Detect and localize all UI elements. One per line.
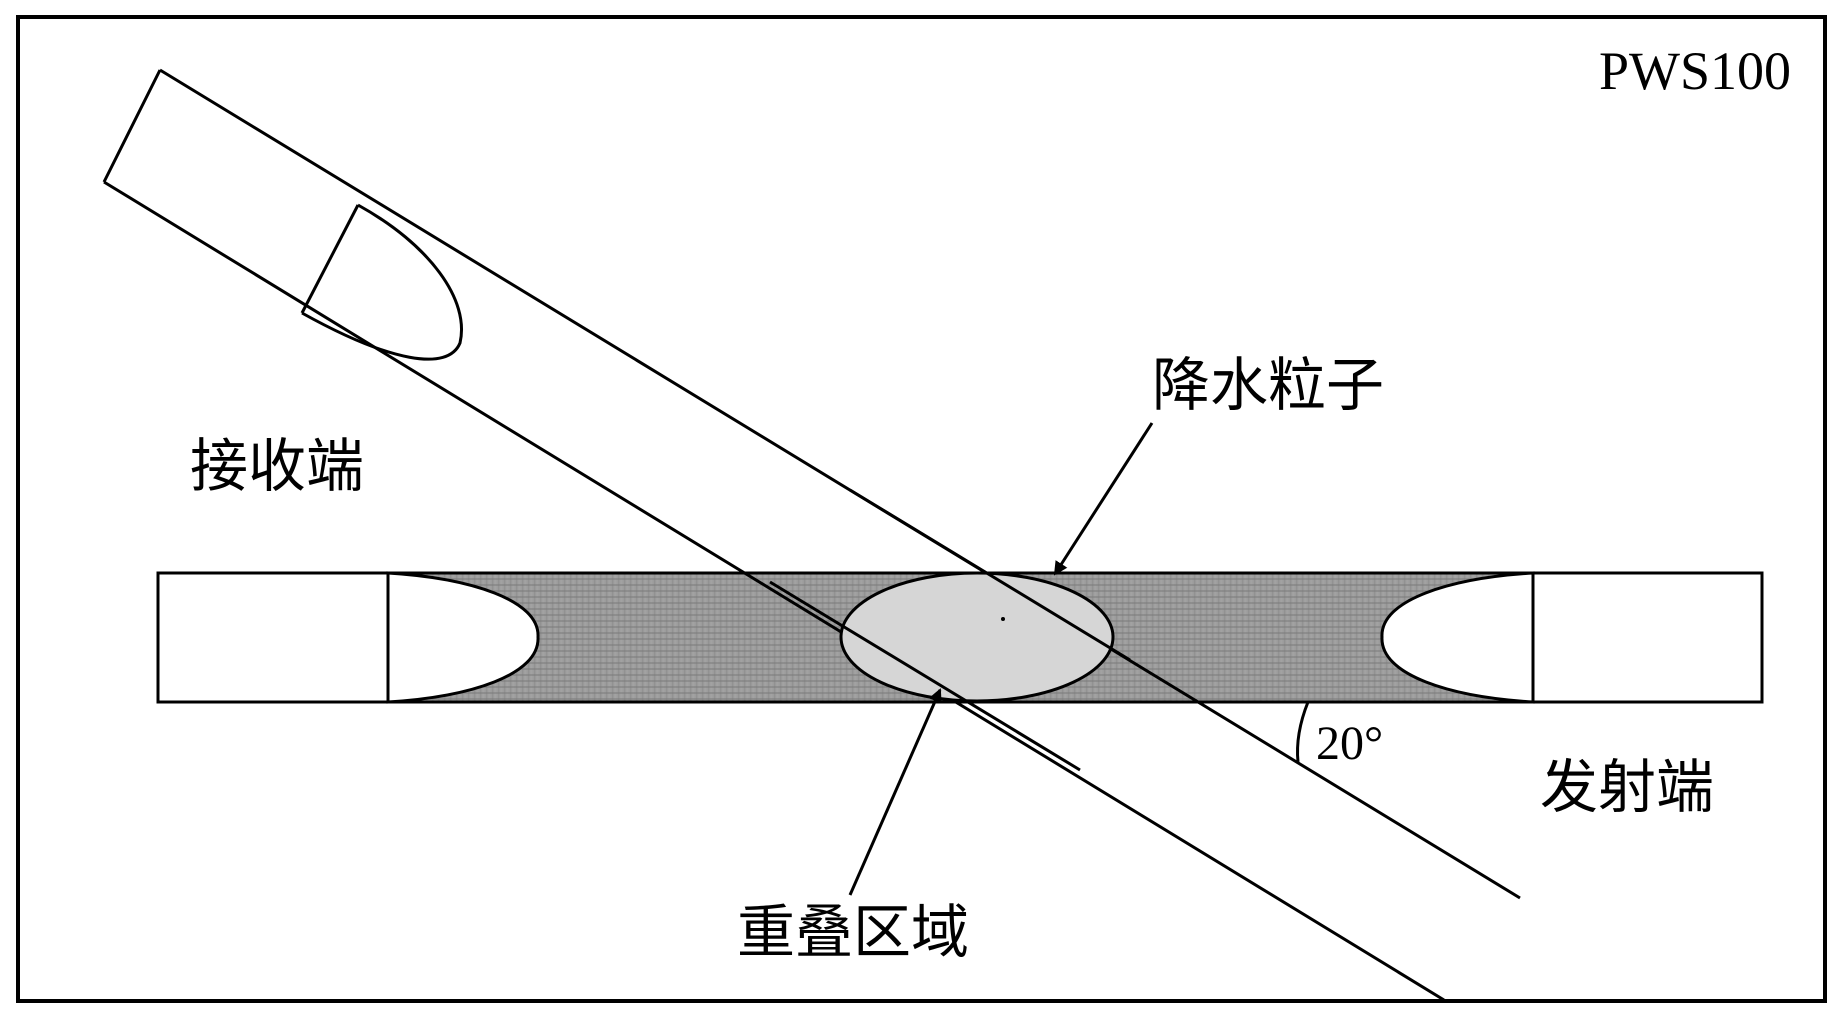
particle-arrow xyxy=(1053,422,1154,576)
overlap-arrow xyxy=(848,688,942,896)
overlap-label: 重叠区域 xyxy=(737,898,970,966)
angle-label: 20° xyxy=(1316,717,1384,770)
right-lens xyxy=(1380,571,1535,704)
diagonal-receiver xyxy=(102,68,1521,1002)
diagonal-lens xyxy=(301,203,463,361)
transmitter-label: 发射端 xyxy=(1540,753,1715,821)
precipitation-particle-dot xyxy=(1001,617,1005,621)
overlap-ellipse xyxy=(839,571,1115,703)
diagonal-tube-outline xyxy=(102,68,1521,1002)
receiver-label: 接收端 xyxy=(190,432,365,500)
particle-label: 降水粒子 xyxy=(1152,351,1385,419)
overlap-region xyxy=(769,488,1131,772)
transmitter-housing xyxy=(1531,571,1764,704)
diagonal-tube-overlap-lines xyxy=(769,488,1131,772)
left-lens xyxy=(386,571,540,704)
receiver-side-housing xyxy=(156,571,390,704)
diagonal-lens-divider xyxy=(300,204,360,314)
model-label: PWS100 xyxy=(1598,41,1791,101)
angle-arc xyxy=(1296,701,1310,763)
figure-border xyxy=(16,15,1827,1003)
